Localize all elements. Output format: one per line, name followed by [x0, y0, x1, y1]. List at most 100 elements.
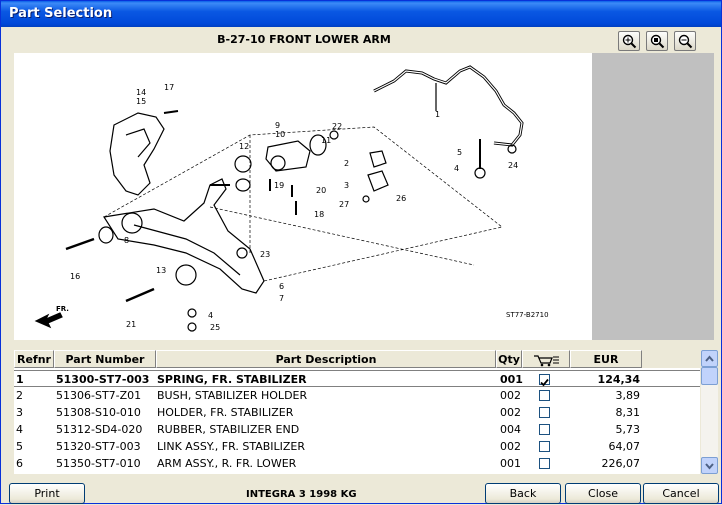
cell-qty: 002	[500, 406, 521, 419]
svg-text:15: 15	[136, 97, 146, 106]
parts-table[interactable]: Refnr Part Number Part Description Qty E…	[14, 350, 700, 474]
cell-part-description: HOLDER, FR. STABILIZER	[157, 406, 294, 419]
col-part-number[interactable]: Part Number	[54, 350, 156, 368]
cell-qty: 002	[500, 389, 521, 402]
svg-text:16: 16	[70, 272, 80, 281]
cell-part-description: BUSH, STABILIZER HOLDER	[157, 389, 308, 402]
svg-text:1: 1	[435, 110, 440, 119]
zoom-out-icon	[678, 34, 693, 49]
scroll-down-button[interactable]	[701, 457, 718, 474]
col-qty[interactable]: Qty	[496, 350, 522, 368]
scroll-up-button[interactable]	[701, 350, 718, 367]
svg-text:21: 21	[126, 320, 136, 329]
cell-qty: 001	[500, 373, 523, 386]
diagram-code: ST77-B2710	[506, 311, 549, 319]
svg-text:26: 26	[396, 194, 406, 203]
zoom-in-button[interactable]	[618, 31, 640, 51]
window-title: Part Selection	[1, 1, 721, 27]
svg-text:5: 5	[457, 148, 462, 157]
zoom-in-icon	[622, 34, 637, 49]
cell-qty: 002	[500, 440, 521, 453]
back-button[interactable]: Back	[485, 483, 561, 504]
col-eur[interactable]: EUR	[570, 350, 642, 368]
bottom-bar: Print INTEGRA 3 1998 KG Back Close Cance…	[1, 483, 722, 505]
vehicle-info: INTEGRA 3 1998 KG	[246, 489, 357, 500]
cell-part-number: 51312-SD4-020	[56, 423, 143, 436]
cart-icon	[534, 355, 559, 367]
cancel-button[interactable]: Cancel	[643, 483, 719, 504]
image-side-panel	[592, 53, 714, 340]
svg-text:18: 18	[314, 210, 324, 219]
cell-part-number: 51320-ST7-003	[56, 440, 141, 453]
svg-text:12: 12	[239, 142, 249, 151]
svg-text:27: 27	[339, 200, 349, 209]
order-checkbox[interactable]	[539, 441, 550, 452]
cell-qty: 004	[500, 423, 521, 436]
diagram-title: B-27-10 FRONT LOWER ARM	[217, 33, 391, 46]
cell-refnr: 2	[16, 389, 23, 402]
svg-text:17: 17	[164, 83, 174, 92]
svg-text:3: 3	[344, 181, 349, 190]
cell-eur: 8,31	[615, 406, 641, 419]
table-scrollbar[interactable]	[701, 350, 718, 474]
svg-text:23: 23	[260, 250, 270, 259]
svg-text:2: 2	[344, 159, 349, 168]
svg-text:22: 22	[332, 122, 342, 131]
svg-text:19: 19	[274, 181, 284, 190]
svg-text:7: 7	[279, 294, 284, 303]
parts-diagram[interactable]: 1 2 3 4 4 5 6 7 8 9 10 11 12 13 14 15 16…	[14, 53, 592, 340]
close-button[interactable]: Close	[565, 483, 641, 504]
svg-text:10: 10	[275, 130, 285, 139]
checkmark-icon	[540, 378, 549, 387]
diagram-header: B-27-10 FRONT LOWER ARM	[9, 31, 721, 51]
svg-text:8: 8	[124, 236, 129, 245]
svg-text:13: 13	[156, 266, 166, 275]
table-row[interactable]: 6 51350-ST7-010 ARM ASSY., R. FR. LOWER 001…	[14, 455, 700, 472]
col-cart[interactable]	[522, 350, 570, 368]
table-row[interactable]: 3 51308-S10-010 HOLDER, FR. STABILIZER 002 8…	[14, 404, 700, 421]
cell-refnr: 1	[16, 373, 24, 386]
cell-refnr: 3	[16, 406, 23, 419]
svg-text:9: 9	[275, 121, 280, 130]
scroll-thumb[interactable]	[701, 367, 718, 385]
svg-text:6: 6	[279, 282, 284, 291]
cell-part-number: 51350-ST7-010	[56, 457, 141, 470]
cell-eur: 3,89	[615, 389, 641, 402]
cell-part-description: ARM ASSY., R. FR. LOWER	[157, 457, 297, 470]
svg-text:20: 20	[316, 186, 326, 195]
cell-refnr: 6	[16, 457, 23, 470]
svg-text:14: 14	[136, 88, 146, 97]
table-header: Refnr Part Number Part Description Qty E…	[14, 350, 700, 368]
order-checkbox[interactable]	[539, 390, 550, 401]
zoom-fit-button[interactable]	[646, 31, 668, 51]
cell-part-number: 51306-ST7-Z01	[56, 389, 142, 402]
cell-eur: 124,34	[597, 373, 640, 386]
col-part-description[interactable]: Part Description	[156, 350, 496, 368]
zoom-out-button[interactable]	[674, 31, 696, 51]
order-checkbox[interactable]	[539, 407, 550, 418]
cell-eur: 226,07	[601, 457, 641, 470]
table-row[interactable]: 2 51306-ST7-Z01 BUSH, STABILIZER HOLDER 002…	[14, 387, 700, 404]
order-checkbox[interactable]	[539, 424, 550, 435]
chevron-up-icon	[705, 355, 714, 362]
cell-part-number: 51308-S10-010	[56, 406, 141, 419]
cell-part-description: LINK ASSY., FR. STABILIZER	[157, 440, 306, 453]
chevron-down-icon	[705, 463, 714, 470]
cell-part-description: RUBBER, STABILIZER END	[157, 423, 300, 436]
zoom-fit-icon	[650, 34, 665, 49]
cell-eur: 5,73	[615, 423, 641, 436]
svg-text:4: 4	[454, 164, 459, 173]
order-checkbox[interactable]	[539, 374, 550, 387]
fr-direction-label: FR.	[56, 305, 69, 313]
order-checkbox[interactable]	[539, 458, 550, 469]
print-button[interactable]: Print	[9, 483, 85, 504]
cell-part-number: 51300-ST7-003	[56, 373, 150, 386]
svg-text:25: 25	[210, 323, 220, 332]
col-refnr[interactable]: Refnr	[14, 350, 54, 368]
svg-text:4: 4	[208, 311, 213, 320]
cell-qty: 001	[500, 457, 521, 470]
